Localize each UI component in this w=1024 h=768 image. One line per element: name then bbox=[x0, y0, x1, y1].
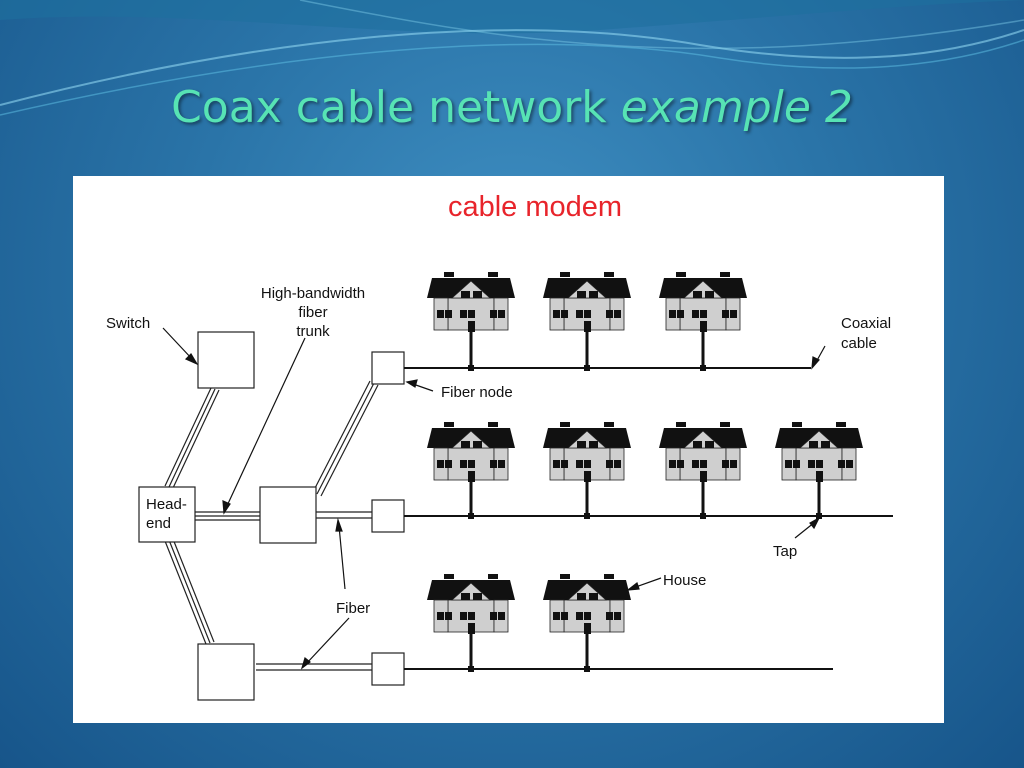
taps-lower bbox=[469, 634, 589, 669]
coax-label-line2: cable bbox=[841, 335, 877, 352]
cable-modem-label: cable modem bbox=[448, 191, 622, 223]
house bbox=[542, 421, 632, 483]
diagram-panel: cable modem Head- end bbox=[73, 176, 944, 723]
trunk-label-line2: fiber bbox=[298, 304, 327, 321]
pointer-arrows bbox=[162, 327, 826, 670]
house bbox=[658, 271, 748, 333]
switch-box-upper bbox=[197, 331, 255, 389]
title-main: Coax cable network bbox=[171, 82, 607, 133]
cable-network-diagram: cable modem Head- end bbox=[106, 191, 893, 701]
headend-label-line2: end bbox=[146, 515, 171, 532]
fiber-node-label: Fiber node bbox=[441, 384, 513, 401]
switch-box-middle bbox=[259, 486, 317, 544]
house-label: House bbox=[663, 572, 706, 589]
house bbox=[426, 271, 516, 333]
headend-box bbox=[138, 486, 196, 543]
houses-middle bbox=[426, 421, 864, 483]
title-emphasis: example 2 bbox=[620, 82, 853, 133]
house bbox=[774, 421, 864, 483]
slide-title: Coax cable network example 2 bbox=[0, 82, 1024, 133]
house bbox=[542, 271, 632, 333]
house bbox=[542, 573, 632, 635]
trunk-label-line1: High-bandwidth bbox=[261, 285, 365, 302]
fiber-node-upper bbox=[371, 351, 405, 385]
house bbox=[426, 573, 516, 635]
fiber-lines bbox=[164, 380, 379, 671]
coax-label-line1: Coaxial bbox=[841, 315, 891, 332]
houses-lower bbox=[426, 573, 632, 635]
fiber-node-middle bbox=[371, 499, 405, 533]
decorative-waves bbox=[0, 0, 1024, 116]
switch-label: Switch bbox=[106, 315, 150, 332]
fiber-node-lower bbox=[371, 652, 405, 686]
house bbox=[658, 421, 748, 483]
taps-upper bbox=[469, 332, 705, 368]
fiber-label: Fiber bbox=[336, 600, 370, 617]
house bbox=[426, 421, 516, 483]
trunk-label-line3: trunk bbox=[296, 323, 330, 340]
taps-middle bbox=[469, 482, 821, 516]
tap-label: Tap bbox=[773, 543, 797, 560]
headend-label-line1: Head- bbox=[146, 496, 187, 513]
switch-box-lower bbox=[197, 643, 255, 701]
houses-upper bbox=[426, 271, 748, 333]
